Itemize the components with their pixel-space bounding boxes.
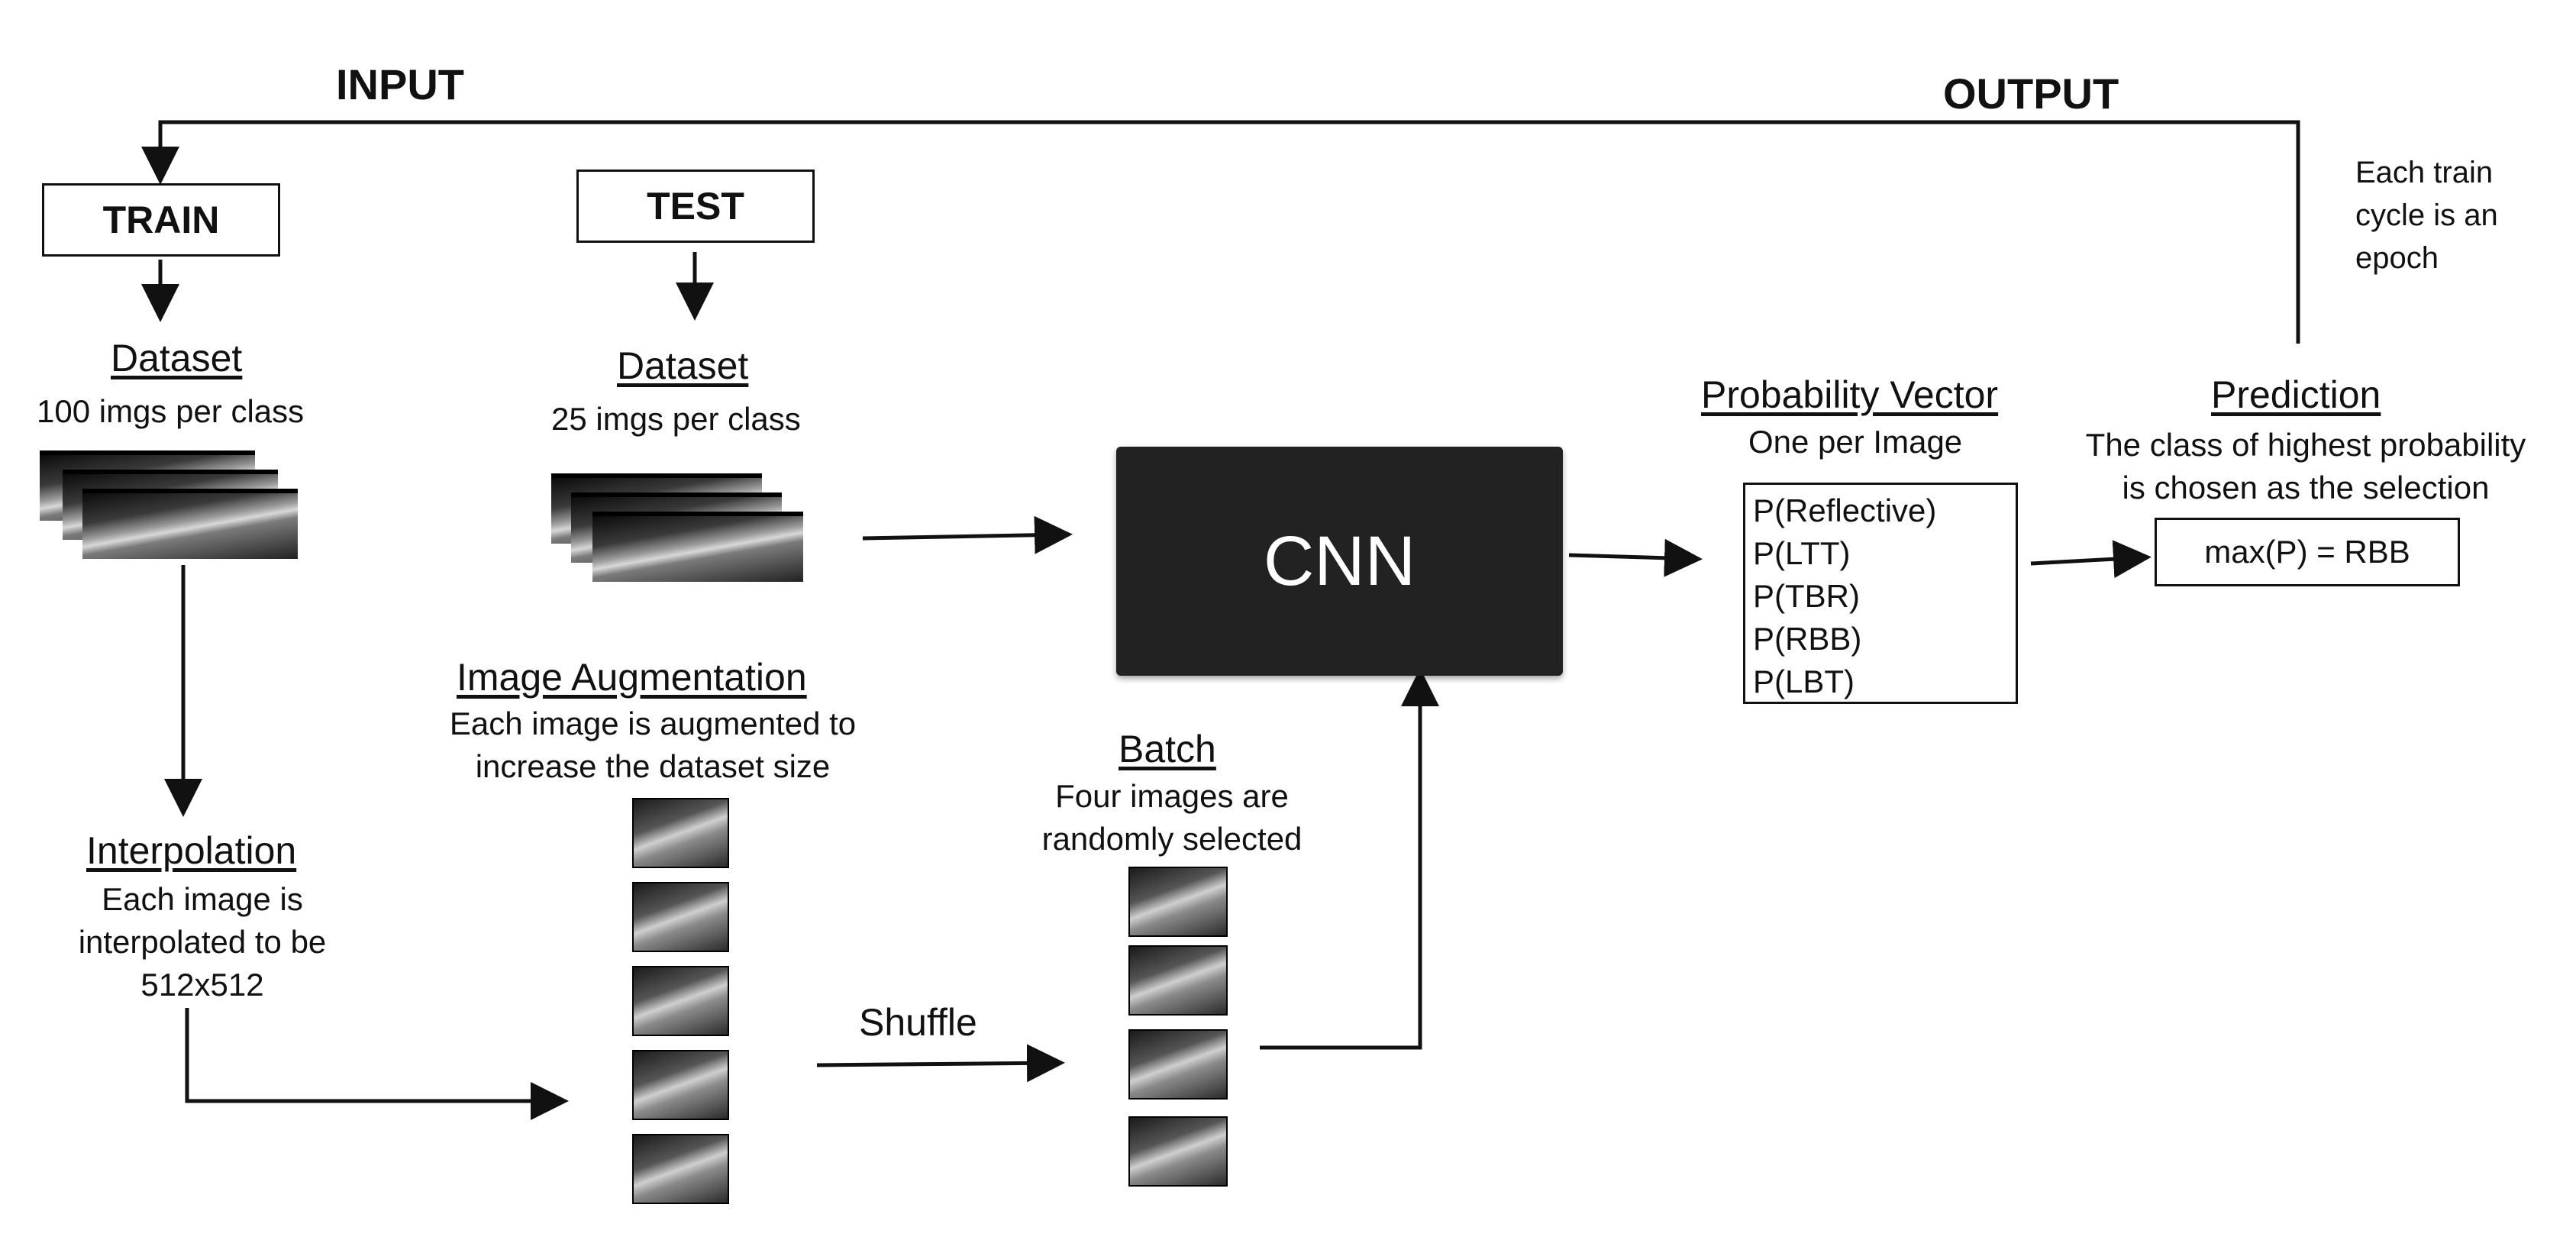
batch-image-thumbnail	[1128, 867, 1228, 937]
epoch-note-line: Each train	[2355, 156, 2494, 189]
epoch-note-line: cycle is an	[2355, 199, 2498, 232]
feedback-loop-arrow	[141, 120, 2300, 344]
test-image-stack-layer	[592, 512, 803, 582]
train-box: TRAIN	[42, 183, 280, 257]
interpolation-desc-line: 512x512	[140, 967, 264, 1003]
train-dataset-title: Dataset	[111, 337, 243, 379]
augmented-image-thumbnail	[632, 966, 729, 1036]
probability-item: P(LTT)	[1753, 535, 1851, 571]
batch-image-thumbnail	[1128, 1116, 1228, 1187]
interpolation-to-augmentation-arrow	[185, 1008, 569, 1120]
test-dataset-title: Dataset	[617, 344, 749, 387]
batch-desc: Four images are randomly selected	[1027, 775, 1317, 861]
batch-image-thumbnail	[1128, 945, 1228, 1016]
prediction-desc-line: is chosen as the selection	[2122, 470, 2490, 505]
batch-desc-line: randomly selected	[1041, 821, 1303, 857]
augmentation-title: Image Augmentation	[457, 656, 807, 699]
prediction-result-box: max(P) = RBB	[2155, 518, 2460, 586]
train-dataset-desc: 100 imgs per class	[37, 393, 305, 429]
prediction-desc-line: The class of highest probability	[2085, 427, 2526, 463]
output-label: OUTPUT	[1943, 69, 2119, 118]
probability-vector-desc: One per Image	[1748, 424, 1963, 460]
augmented-image-thumbnail	[632, 1050, 729, 1120]
train-image-stack-layer	[82, 489, 298, 559]
batch-title: Batch	[1119, 728, 1216, 770]
probability-vector-title: Probability Vector	[1701, 373, 1999, 416]
epoch-note: Each train cycle is an epoch	[2355, 151, 2498, 279]
prediction-title: Prediction	[2211, 373, 2381, 416]
augmentation-desc: Each image is augmented to increase the …	[424, 702, 882, 788]
epoch-note-line: epoch	[2355, 241, 2439, 275]
cnn-block: CNN	[1116, 447, 1563, 676]
augmented-image-thumbnail	[632, 1134, 729, 1204]
prediction-desc: The class of highest probability is chos…	[2061, 424, 2550, 509]
probability-to-prediction-arrow	[2030, 540, 2152, 579]
shuffle-label: Shuffle	[859, 1001, 977, 1044]
test-dataset-desc: 25 imgs per class	[551, 401, 801, 437]
interpolation-desc: Each image is interpolated to be 512x512	[65, 878, 340, 1006]
interpolation-desc-line: interpolated to be	[78, 924, 327, 960]
test-box: TEST	[576, 170, 815, 243]
probability-item: P(RBB)	[1753, 621, 1862, 657]
batch-to-cnn-arrow	[1260, 668, 1439, 1050]
augmentation-desc-line: Each image is augmented to	[449, 706, 857, 741]
interpolation-title: Interpolation	[86, 829, 297, 872]
shuffle-arrow	[816, 1044, 1065, 1083]
augmented-image-thumbnail	[632, 798, 729, 868]
probability-vector-box: P(Reflective) P(LTT) P(TBR) P(RBB) P(LBT…	[1743, 483, 2018, 704]
augmented-image-thumbnail	[632, 882, 729, 952]
probability-item: P(TBR)	[1753, 578, 1860, 614]
augmentation-desc-line: increase the dataset size	[475, 748, 831, 784]
test-to-cnn-arrow	[862, 515, 1073, 554]
input-label: INPUT	[336, 60, 464, 108]
batch-desc-line: Four images are	[1055, 778, 1289, 814]
probability-item: P(LBT)	[1753, 664, 1855, 699]
cnn-to-probability-arrow	[1568, 538, 1703, 577]
batch-image-thumbnail	[1128, 1029, 1228, 1100]
probability-item: P(Reflective)	[1753, 492, 1937, 528]
interpolation-desc-line: Each image is	[102, 881, 303, 917]
